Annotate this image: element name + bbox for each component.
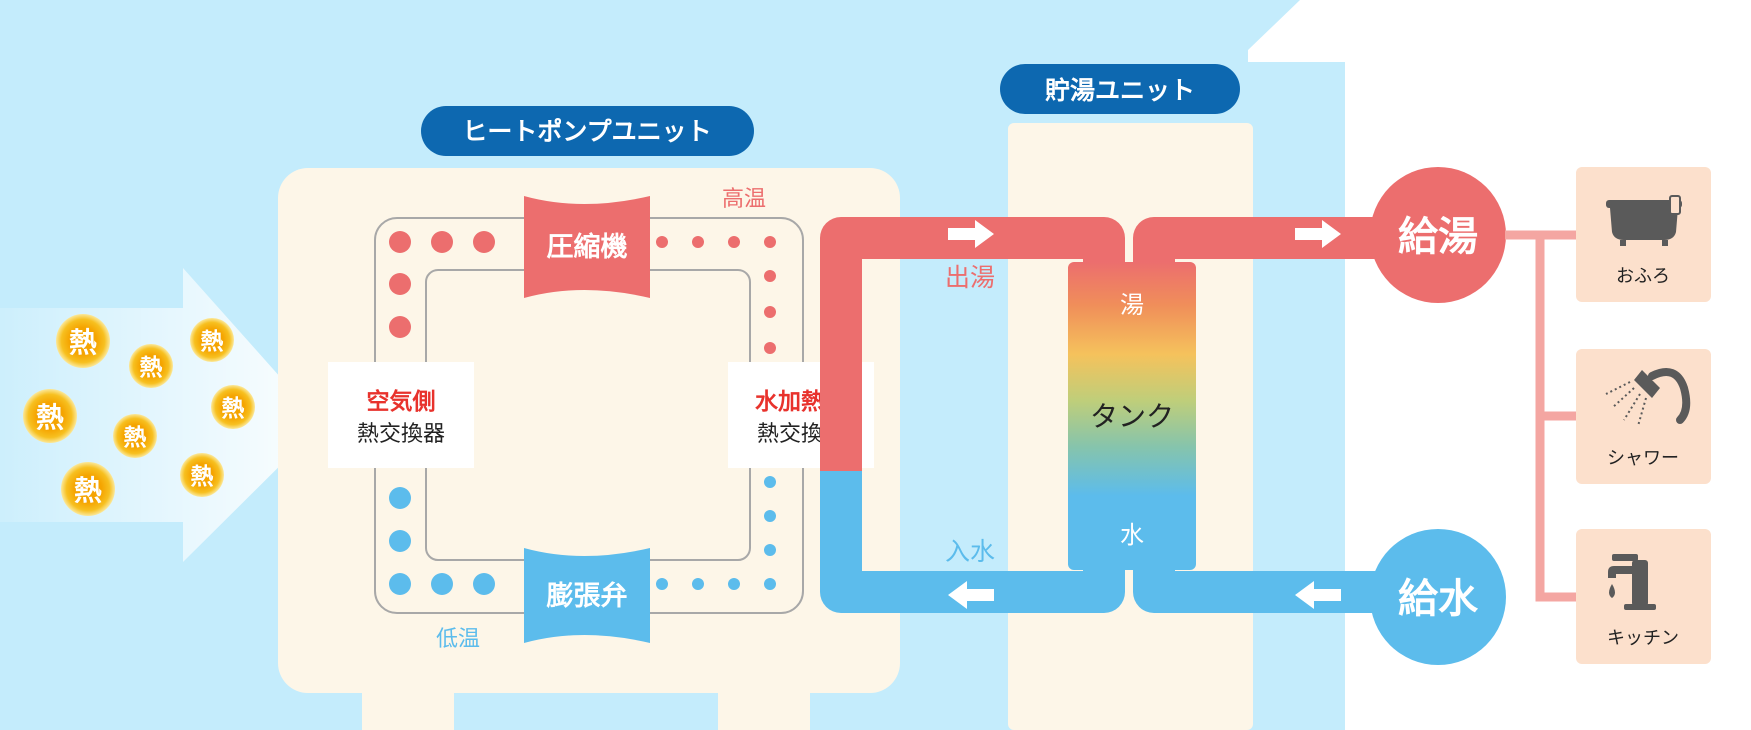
refrigerant-dot (764, 578, 776, 590)
air-side-label-2: 熱交換器 (357, 422, 445, 447)
bath-label: おふろ (1616, 266, 1670, 287)
heat-label: 熱 (222, 396, 245, 422)
low-temp-label: 低温 (436, 627, 480, 652)
refrigerant-dot (389, 487, 411, 509)
refrigerant-dot (431, 231, 453, 253)
heat-particles: 熱 熱 熱 熱 熱 熱 熱 熱 (23, 314, 255, 516)
heat-label: 熱 (140, 355, 163, 381)
refrigerant-dot (764, 544, 776, 556)
air-side-label-1: 空気側 (367, 388, 436, 415)
heat-label: 熱 (69, 326, 97, 359)
heat-pump-title: ヒートポンプユニット (462, 117, 711, 146)
flow-arrow-left-icon (1295, 581, 1341, 609)
heat-pump-unit: 圧縮機 膨張弁 高温 低温 空気側 熱交換器 水加熱側 熱交換器 (278, 168, 900, 730)
fixture-bath: おふろ (1576, 167, 1711, 302)
refrigerant-dot (389, 573, 411, 595)
heat-label: 熱 (124, 425, 147, 451)
bathtub-icon (1606, 195, 1682, 246)
refrigerant-cold-dots (389, 476, 776, 595)
inflow-label: 入水 (945, 537, 995, 566)
heat-icon: 熱 (211, 385, 255, 429)
shower-label: シャワー (1607, 448, 1679, 469)
refrigerant-dot (656, 236, 668, 248)
air-side-heat-exchanger (328, 362, 474, 468)
storage-title-badge (1000, 64, 1240, 114)
heat-icon: 熱 (129, 344, 173, 388)
outflow-label: 出湯 (945, 263, 995, 292)
expansion-valve-label: 膨張弁 (547, 581, 628, 612)
heat-icon: 熱 (190, 318, 234, 362)
refrigerant-dot (728, 236, 740, 248)
heat-icon: 熱 (61, 462, 115, 516)
shower-icon (1605, 368, 1691, 427)
heat-label: 熱 (201, 329, 224, 355)
tank-label: タンク (1090, 400, 1174, 433)
flow-arrow-left-icon (948, 581, 994, 609)
refrigerant-dot (692, 578, 704, 590)
tank-hot-label: 湯 (1120, 291, 1144, 319)
refrigerant-dot (764, 270, 776, 282)
faucet-icon (1608, 554, 1656, 610)
storage-tank (1068, 262, 1196, 570)
refrigerant-dot (431, 573, 453, 595)
refrigerant-dot (692, 236, 704, 248)
flow-arrow-right-icon (948, 220, 994, 248)
compressor-shape (524, 196, 650, 298)
hot-supply-circle (1370, 167, 1506, 303)
refrigerant-dot (764, 236, 776, 248)
expansion-valve-shape (524, 548, 650, 643)
refrigerant-dot (728, 578, 740, 590)
heat-pump-body (278, 168, 900, 693)
fixture-kitchen: キッチン (1576, 529, 1711, 664)
refrigerant-dot (389, 530, 411, 552)
storage-title: 貯湯ユニット (1045, 76, 1195, 105)
heat-pump-title-badge (421, 106, 754, 156)
kitchen-label: キッチン (1607, 628, 1679, 649)
tank-water-label: 水 (1120, 521, 1144, 549)
heat-label: 熱 (191, 464, 214, 490)
refrigerant-dot (389, 273, 411, 295)
high-temp-label: 高温 (722, 187, 766, 212)
flow-arrow-right-icon (1295, 220, 1341, 248)
cold-supply-circle (1370, 529, 1506, 665)
refrigerant-dot (473, 573, 495, 595)
heat-label: 熱 (36, 401, 64, 434)
refrigerant-dot (764, 342, 776, 354)
heat-label: 熱 (74, 474, 102, 507)
hot-supply-label: 給湯 (1398, 214, 1478, 260)
heat-icon: 熱 (23, 389, 77, 443)
fixture-shower: シャワー (1576, 349, 1711, 484)
refrigerant-hot-dots (389, 231, 776, 354)
refrigerant-dot (764, 306, 776, 318)
refrigerant-dot (764, 476, 776, 488)
refrigerant-dot (764, 510, 776, 522)
water-side-pipe-hot (820, 361, 862, 471)
heat-icon: 熱 (113, 414, 157, 458)
refrigerant-dot (656, 578, 668, 590)
refrigerant-dot (473, 231, 495, 253)
compressor-label: 圧縮機 (547, 231, 628, 263)
refrigerant-dot (389, 231, 411, 253)
refrigerant-dot (389, 316, 411, 338)
heat-icon: 熱 (56, 314, 110, 368)
heat-icon: 熱 (180, 453, 224, 497)
distribution-lines (1505, 230, 1576, 602)
cold-supply-label: 給水 (1398, 576, 1479, 622)
